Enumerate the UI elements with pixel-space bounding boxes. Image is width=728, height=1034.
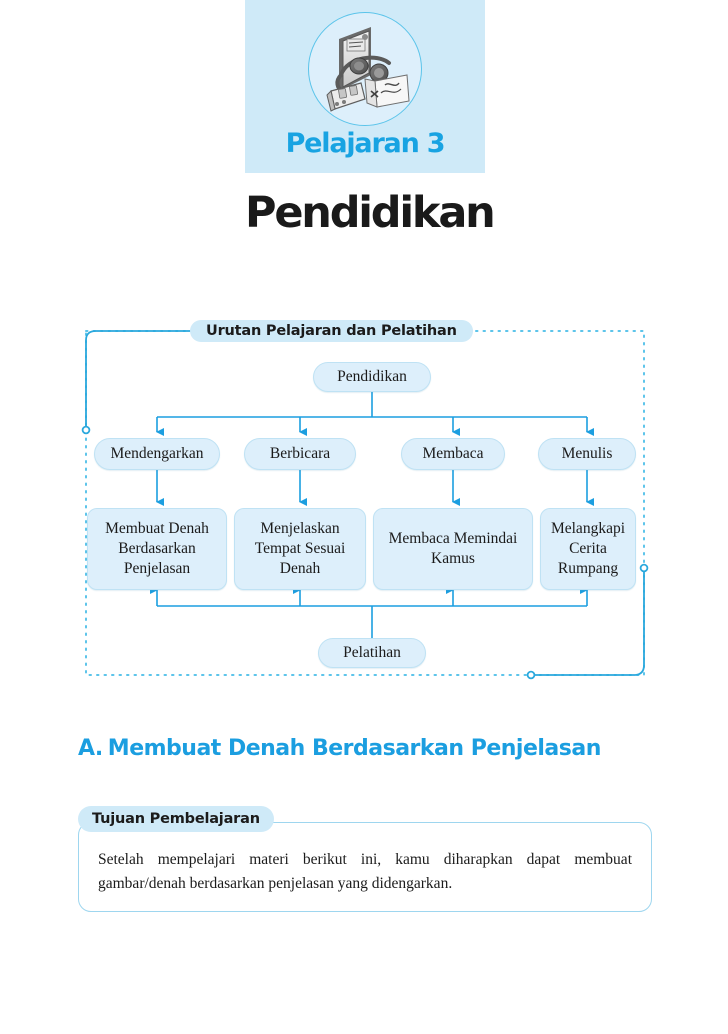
diagram-node-activity-membuat-denah: Membuat Denah Berdasarkan Penjelasan bbox=[87, 508, 227, 590]
diagram-node-activity-membaca-memindai: Membaca Memindai Kamus bbox=[373, 508, 533, 590]
diagram-node-skill-berbicara: Berbicara bbox=[244, 438, 356, 470]
lesson-header-banner: Pelajaran 3 bbox=[245, 0, 485, 173]
illustration-artwork bbox=[326, 27, 410, 112]
diagram-connectors bbox=[81, 326, 649, 680]
section-heading: A.Membuat Denah Berdasarkan Penjelasan bbox=[78, 736, 601, 761]
objective-box bbox=[78, 822, 652, 912]
diagram-node-skill-membaca: Membaca bbox=[401, 438, 505, 470]
section-heading-text: Membuat Denah Berdasarkan Penjelasan bbox=[107, 736, 602, 761]
diagram-node-skill-mendengarkan: Mendengarkan bbox=[94, 438, 220, 470]
diagram-node-pelatihan: Pelatihan bbox=[318, 638, 426, 668]
lesson-flow-diagram: Urutan Pelajaran dan Pelatihan Pendidika… bbox=[78, 318, 652, 688]
page-title: Pendidikan bbox=[245, 188, 496, 238]
lesson-number-label: Pelajaran 3 bbox=[285, 128, 446, 159]
diagram-node-skill-menulis: Menulis bbox=[538, 438, 636, 470]
objective-body-text: Setelah mempelajari materi berikut ini, … bbox=[98, 851, 632, 893]
diagram-title: Urutan Pelajaran dan Pelatihan bbox=[190, 320, 473, 342]
section-letter: A. bbox=[78, 736, 103, 761]
diagram-node-activity-menjelaskan-tempat: Menjelaskan Tempat Sesuai Denah bbox=[234, 508, 366, 590]
diagram-node-root: Pendidikan bbox=[313, 362, 431, 392]
objective-tab-label: Tujuan Pembelajaran bbox=[78, 806, 274, 832]
diagram-node-activity-melangkapi-cerita: Melangkapi Cerita Rumpang bbox=[540, 508, 636, 590]
book-headphones-cassette-illustration bbox=[308, 12, 422, 126]
